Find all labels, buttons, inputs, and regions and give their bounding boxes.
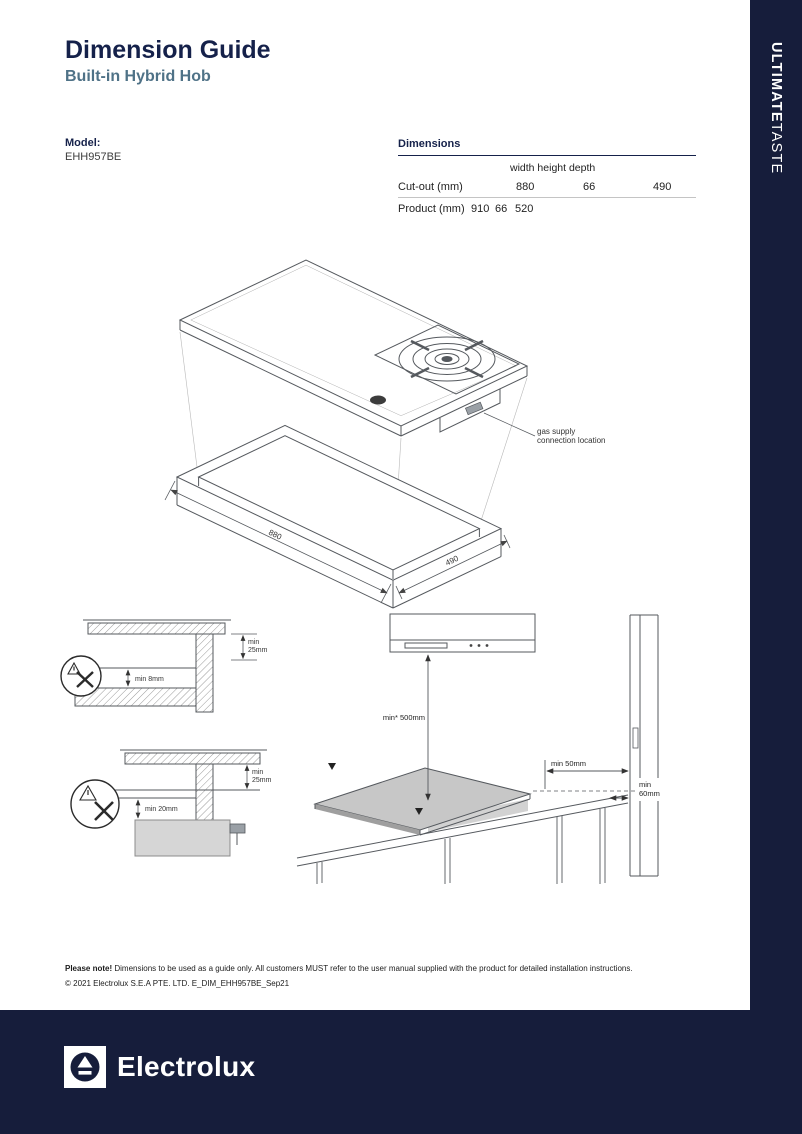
cabinet-handle [632, 727, 639, 749]
min25-label-line1: min [252, 769, 263, 776]
no-cutting-warning-icon [60, 655, 102, 697]
control-knob [370, 395, 386, 405]
worktop-cross-section [115, 749, 267, 821]
min25-label-line2: 25mm [252, 777, 272, 784]
gas-connection-point [465, 401, 484, 416]
product-width-value: 910 [471, 203, 490, 215]
hob-top-panel [178, 259, 529, 437]
no-cutting-warning-icon [70, 779, 120, 829]
cutout-height-value: 66 [583, 181, 596, 193]
gas-burner [373, 324, 521, 395]
column-header-text: width height depth [510, 162, 596, 174]
electrolux-logo: Electrolux [64, 1046, 255, 1088]
cutout-depth-value: 490 [653, 181, 672, 193]
min60-label-line1: min [639, 780, 651, 789]
electrolux-wordmark: Electrolux [117, 1051, 256, 1082]
width-dim-label: 880 [267, 528, 283, 542]
note-text: Dimensions to be used as a guide only. A… [112, 964, 633, 973]
dimensions-table-title: Dimensions [398, 138, 696, 156]
ultimatetaste-brand: ULTIMATETASTE [768, 42, 784, 174]
min60-label-bg [636, 778, 670, 801]
installation-detail-top: min 25mm min 8mm [60, 619, 268, 713]
page-subtitle: Built-in Hybrid Hob [65, 68, 211, 85]
appliance-below-block [134, 819, 231, 857]
dimension-880 [164, 480, 392, 604]
model-block: Model: EHH957BE [65, 136, 121, 164]
table-row-product: Product (mm) 910 66 520 [398, 198, 696, 219]
clearance-diagram: min* 500mm min 50mm min 60mm [296, 613, 670, 884]
worktop-cross-section [74, 619, 231, 713]
min25-label-line2: 25mm [248, 647, 268, 654]
product-depth-value: 520 [515, 203, 534, 215]
worktop-edge [296, 794, 629, 867]
depth-dim-label: 490 [444, 554, 460, 568]
min500-label: min* 500mm [383, 713, 425, 722]
hob-underbody [439, 389, 501, 433]
cooker-hood [389, 613, 536, 653]
gas-leader-line [483, 412, 536, 437]
min60-label-line2: 60mm [639, 789, 660, 798]
tall-cabinet [629, 614, 659, 877]
base-cabinet-lines [316, 808, 606, 884]
footer-band: Electrolux [0, 1010, 802, 1134]
brand-taste: TASTE [768, 122, 784, 175]
isometric-hob-diagram: gas supply connection location 880 490 [164, 259, 606, 609]
table-row-cutout: Cut-out (mm) 880 66 490 [398, 177, 696, 198]
hob-surface [313, 763, 532, 836]
model-value: EHH957BE [65, 151, 122, 163]
min50-label: min 50mm [551, 759, 586, 768]
electrolux-logo-icon [64, 1046, 106, 1088]
model-label: Model: [65, 137, 101, 149]
side-band: ULTIMATETASTE [750, 0, 802, 1134]
row-label: Product (mm) [398, 203, 465, 215]
product-height-value: 66 [495, 203, 508, 215]
worktop-cutout [175, 424, 503, 609]
copyright-line: © 2021 Electrolux S.E.A PTE. LTD. E_DIM_… [65, 979, 290, 988]
row-label: Cut-out (mm) [398, 181, 463, 193]
brand-ultimate: ULTIMATE [768, 42, 784, 123]
disclaimer-note: Please note! Dimensions to be used as a … [65, 964, 675, 973]
dimensions-table: Dimensions width height depth Cut-out (m… [398, 138, 696, 219]
dimensions-column-header: width height depth [398, 156, 696, 177]
min8-label: min 8mm [135, 676, 164, 683]
min-50-dimension [544, 760, 629, 789]
note-bold: Please note! [65, 964, 113, 973]
dimension-490 [395, 534, 511, 600]
min20-label: min 20mm [145, 806, 178, 813]
cutout-width-value: 880 [516, 181, 535, 193]
installation-detail-bottom: min 25mm min 20mm [70, 749, 272, 857]
gas-label-line2: connection location [537, 436, 606, 445]
fixing-bracket [229, 823, 246, 845]
min-25-dimension [235, 763, 260, 790]
gas-label-line1: gas supply [537, 427, 575, 436]
min25-label-line1: min [248, 639, 259, 646]
min-25-dimension [231, 633, 257, 661]
page-title: Dimension Guide [65, 36, 271, 64]
